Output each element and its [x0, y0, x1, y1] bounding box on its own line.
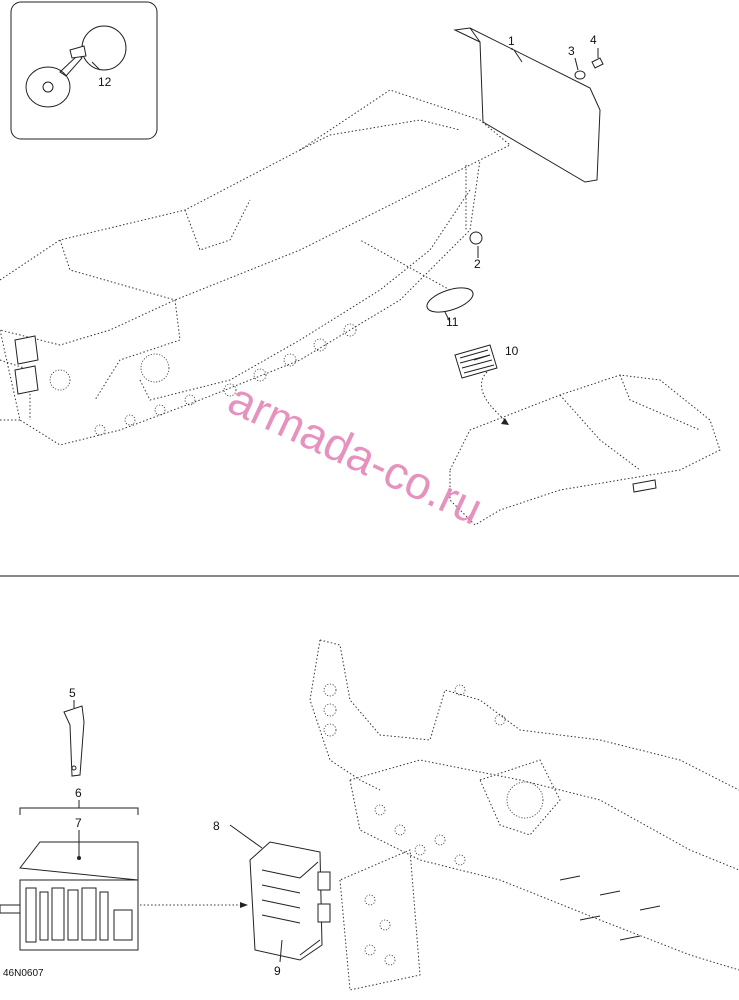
callout-12: 12: [98, 75, 112, 89]
decal-oval: [359, 239, 474, 323]
callout-7: 7: [75, 816, 82, 830]
front-chassis: [309, 639, 739, 991]
tool-kit: [0, 800, 248, 951]
horn-inset: [10, 1, 158, 140]
callout-3: 3: [568, 44, 575, 58]
callout-11: 11: [446, 315, 459, 329]
callout-1: 1: [508, 34, 515, 48]
watermark: armada-co.ru: [221, 372, 491, 535]
callout-5: 5: [69, 686, 76, 700]
snow-flap: [453, 27, 604, 258]
callout-10: 10: [505, 344, 519, 358]
callout-6: 6: [75, 786, 82, 800]
callout-2: 2: [474, 257, 481, 271]
leader-lines: [73, 48, 513, 708]
wrench: [63, 705, 85, 777]
rear-panel: [449, 344, 721, 526]
figure-code: 46N0607: [3, 968, 44, 979]
callout-4: 4: [590, 33, 597, 47]
toolbox-case: [229, 824, 331, 963]
tunnel-chassis: [0, 89, 511, 446]
callout-9: 9: [274, 964, 281, 978]
callout-8: 8: [213, 819, 220, 833]
